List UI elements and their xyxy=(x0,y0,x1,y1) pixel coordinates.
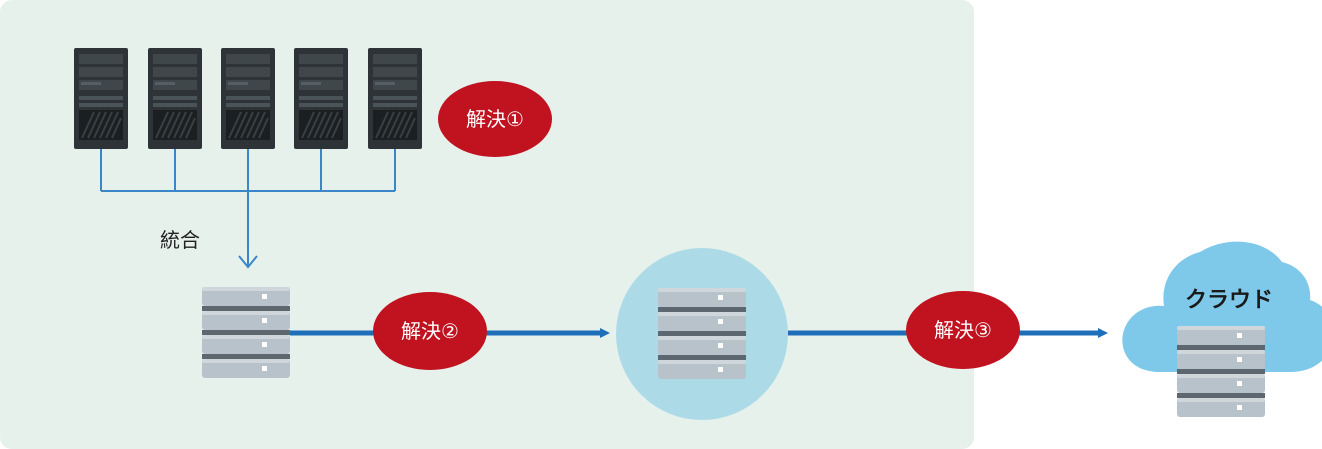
cloud-icon xyxy=(1122,241,1322,372)
rack-server-icon xyxy=(1177,326,1265,417)
rack-server-icon xyxy=(658,288,746,379)
tower-server-icon xyxy=(147,47,203,150)
on-premise-panel xyxy=(0,0,974,449)
solution-2-badge: 解決② xyxy=(373,292,487,370)
solution-3-badge: 解決③ xyxy=(906,291,1020,369)
tower-server-icon xyxy=(293,47,349,150)
tower-server-icon xyxy=(73,47,129,150)
solution-1-label: 解決① xyxy=(466,107,524,131)
tower-server-icon xyxy=(220,47,276,150)
solution-1-badge: 解決① xyxy=(438,81,552,157)
rack-server-icon xyxy=(202,287,290,378)
tower-connector-lines xyxy=(100,149,396,269)
solution-3-label: 解決③ xyxy=(934,318,992,342)
integrate-label: 統合 xyxy=(160,228,200,252)
solution-2-label: 解決② xyxy=(401,319,459,343)
cloud-label: クラウド xyxy=(1185,288,1273,313)
tower-server-icon xyxy=(367,47,423,150)
